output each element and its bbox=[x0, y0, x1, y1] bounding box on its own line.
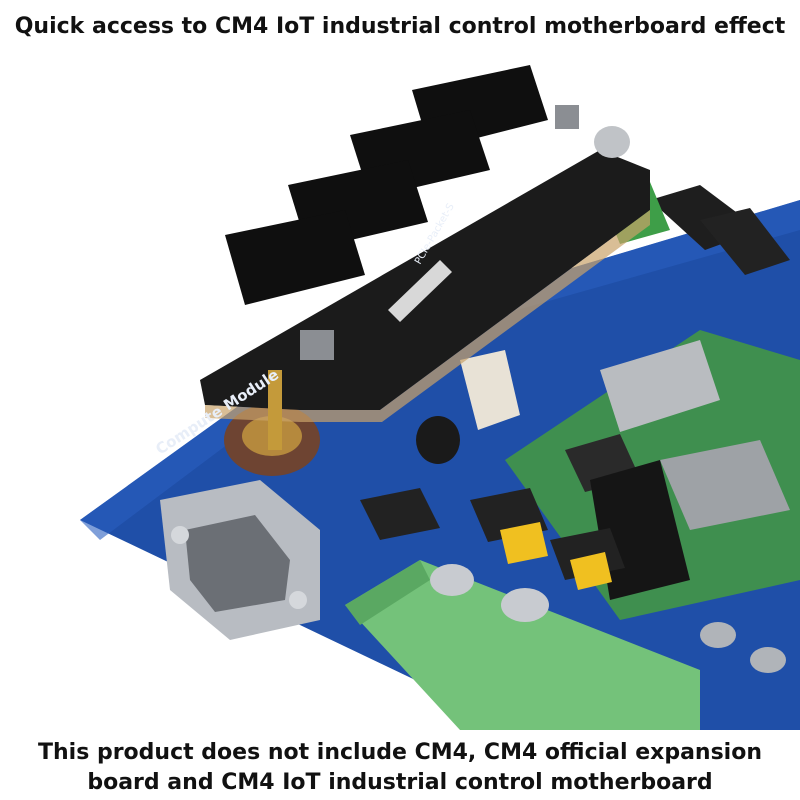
ic-chips bbox=[360, 488, 625, 590]
board-photo: PCIe-Packet-S Compute Module bbox=[80, 65, 800, 730]
bottom-caption-line-1: This product does not include CM4, CM4 o… bbox=[38, 740, 762, 765]
db9-serial-connector bbox=[160, 480, 320, 640]
white-header-connector bbox=[460, 350, 520, 430]
bottom-caption: This product does not include CM4, CM4 o… bbox=[0, 738, 800, 798]
pcie-adapter-board: PCIe-Packet-S bbox=[200, 65, 650, 450]
top-caption: Quick access to CM4 IoT industrial contr… bbox=[14, 14, 786, 39]
pcie-slot-4 bbox=[225, 210, 365, 305]
metal-standoffs bbox=[430, 564, 786, 673]
bottom-caption-line-2: board and CM4 IoT industrial control mot… bbox=[87, 770, 713, 795]
green-terminal-block bbox=[345, 560, 700, 730]
buzzer bbox=[416, 416, 460, 464]
